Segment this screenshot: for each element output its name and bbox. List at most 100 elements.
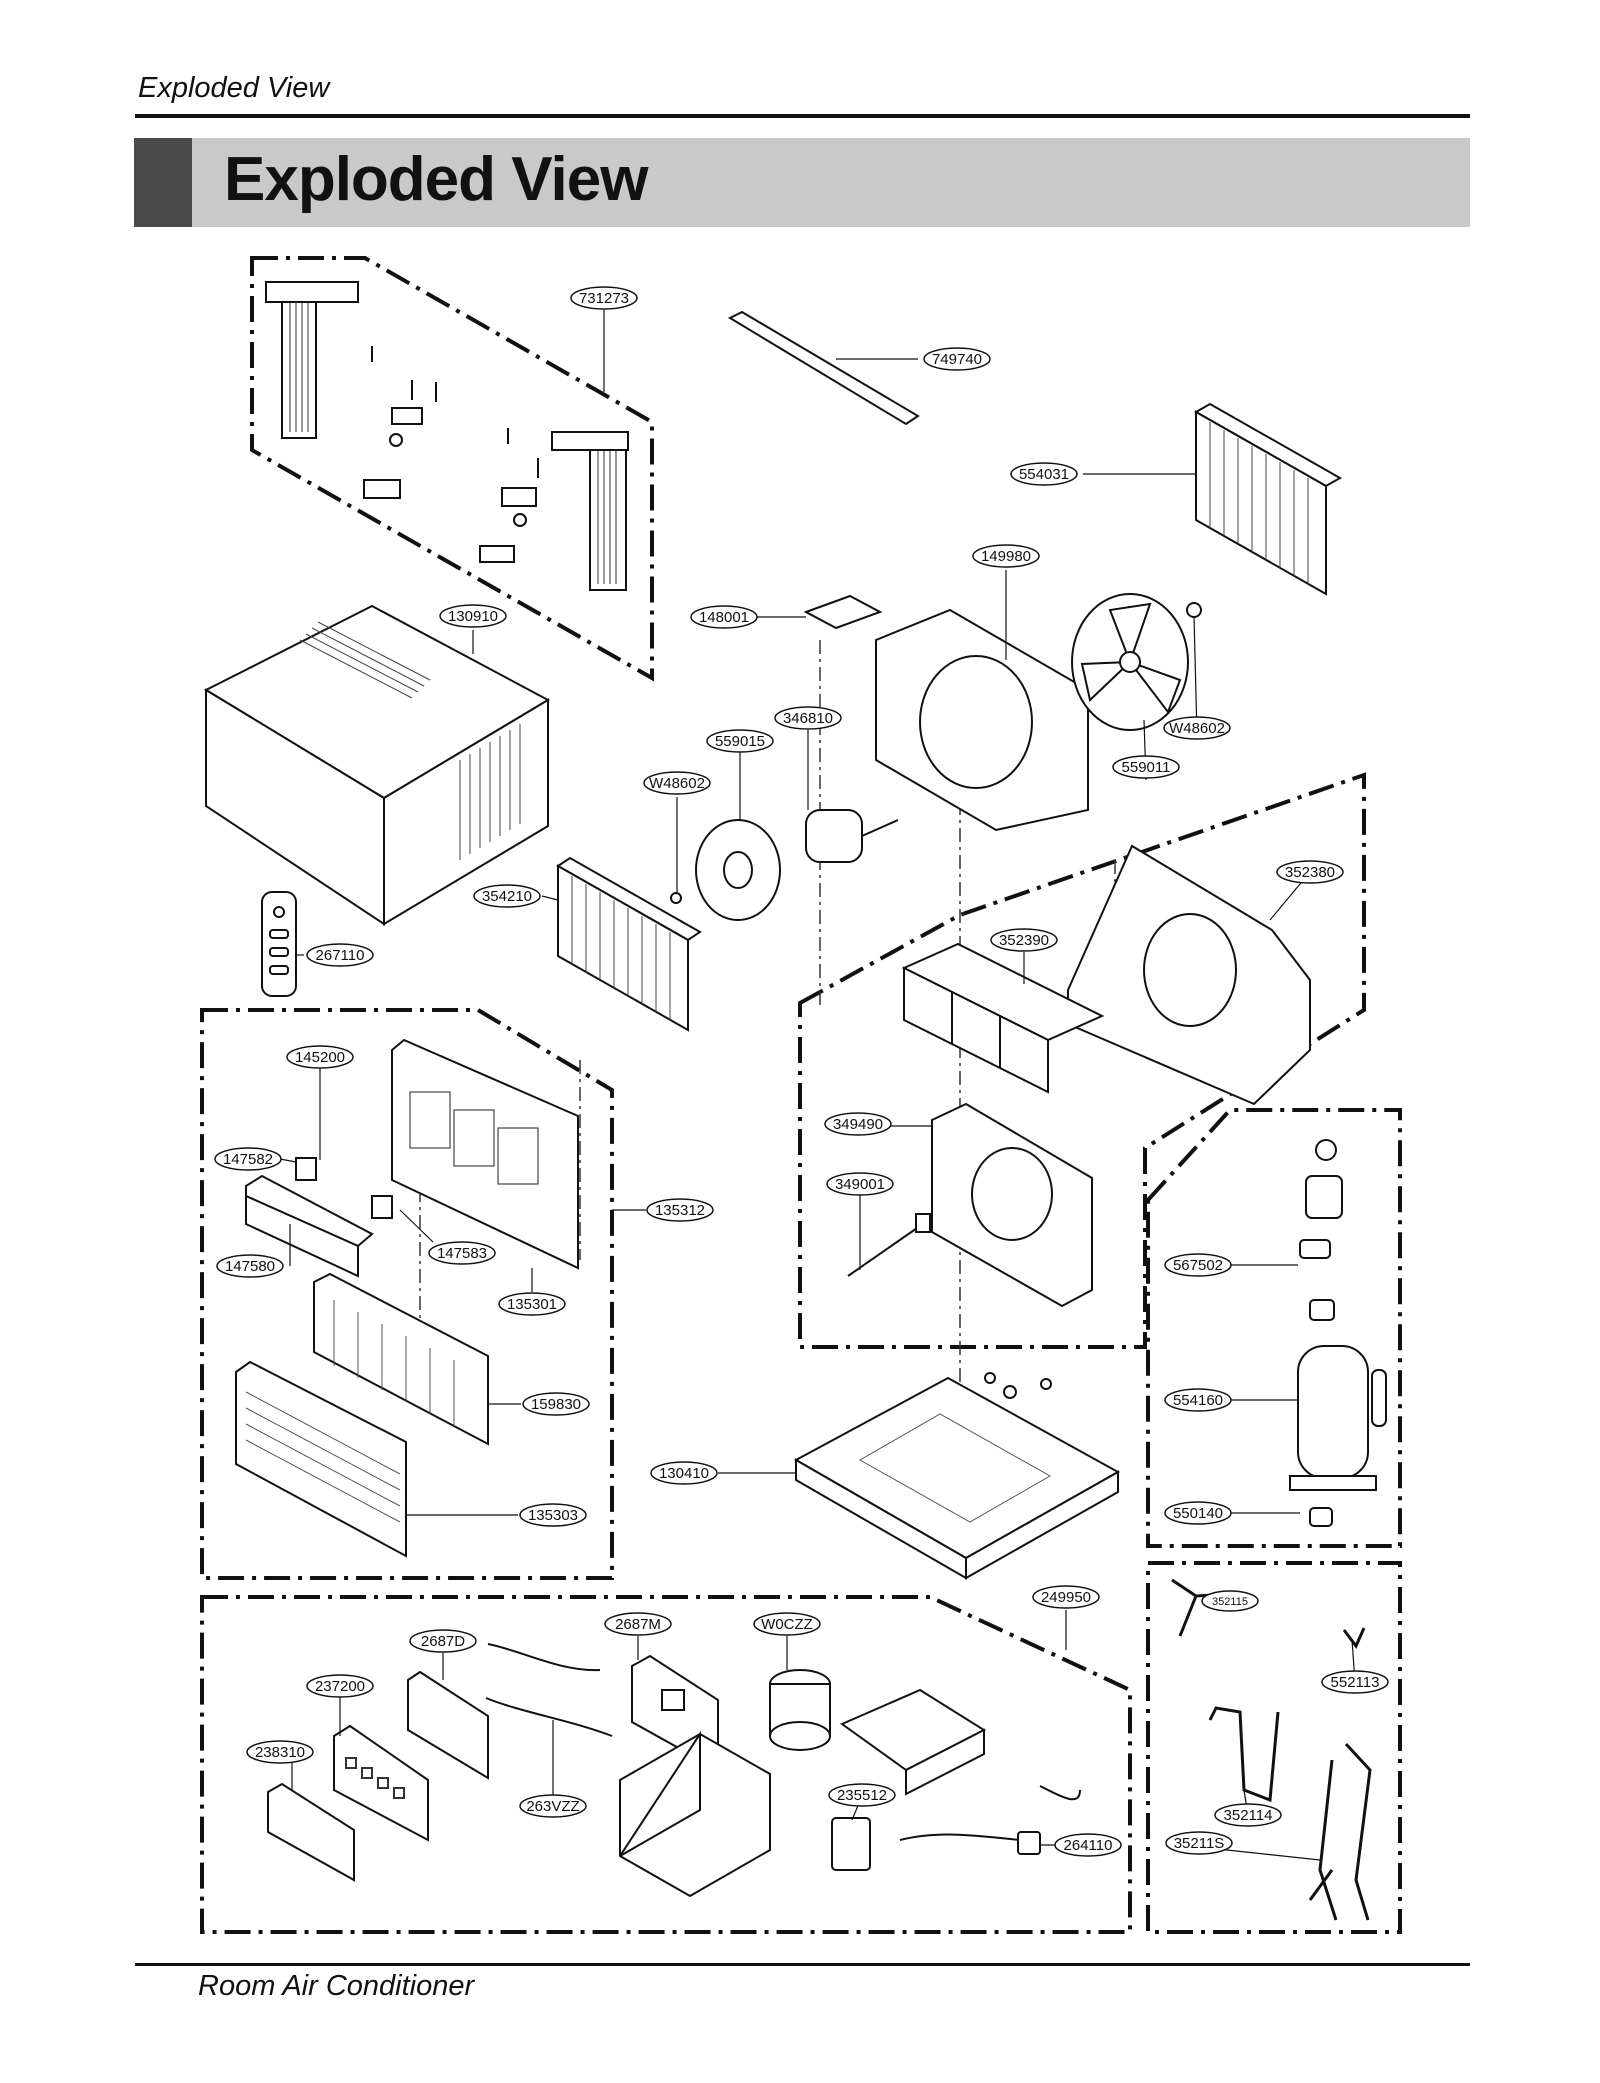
callout-part-number: 352115 [1212, 1596, 1248, 1608]
callout-part-number: 149980 [981, 548, 1031, 565]
display-decal [267, 1782, 355, 1882]
callout-part-number: 147583 [437, 1245, 487, 1262]
outline-compressor [1146, 1108, 1402, 1548]
page-header: Exploded View [138, 72, 330, 104]
callout-554031: 554031 [1010, 462, 1078, 486]
callout-part-number: 559015 [715, 733, 765, 750]
callout-oval [643, 771, 711, 795]
callout-oval [1112, 755, 1180, 779]
callout-264110: 264110 [1054, 1833, 1122, 1857]
outline-electrical [200, 1595, 1132, 1934]
callout-part-number: W48602 [649, 775, 705, 792]
callout-part-number: 554031 [1019, 466, 1069, 483]
vent-louver [245, 1174, 374, 1248]
bracket-d [391, 407, 423, 425]
side-curtain-left [281, 289, 317, 439]
page-footer: Room Air Conditioner [198, 1970, 475, 2002]
callout-part-number: 731273 [579, 290, 629, 307]
cabinet [203, 604, 551, 926]
base-pan [793, 1372, 1121, 1580]
callout-oval [246, 1740, 314, 1764]
callout-235512: 235512 [828, 1783, 896, 1807]
callout-oval [604, 1612, 672, 1636]
filter-frame [901, 942, 1105, 1094]
callout-oval [286, 1045, 354, 1069]
callout-part-number: 349490 [833, 1116, 883, 1133]
callout-part-number: 263VZZ [526, 1798, 579, 1815]
electrical-group [267, 1643, 1081, 1898]
callout-part-number: W48602 [1169, 720, 1225, 737]
callout-part-number: 135303 [528, 1507, 578, 1524]
callout-559015: 559015 [706, 729, 774, 753]
callout-part-number: 147580 [225, 1258, 275, 1275]
callout-part-number: 550140 [1173, 1505, 1223, 1522]
display-pcb [407, 1670, 489, 1780]
curtain-frame-left [265, 281, 359, 303]
callout-part-number: 264110 [1064, 1837, 1113, 1854]
callout-263vzz: 263VZZ [519, 1794, 587, 1818]
airguide-assembly [1067, 844, 1311, 1106]
callout-130910: 130910 [439, 604, 507, 628]
compressor-body [1297, 1345, 1369, 1479]
callout-oval [216, 1254, 284, 1278]
callout-354210: 354210 [473, 884, 541, 908]
callout-238310: 238310 [246, 1740, 314, 1764]
curtain-frame-right [551, 431, 629, 451]
callout-part-number: 159830 [531, 1396, 581, 1413]
callout-147582: 147582 [214, 1147, 282, 1171]
header-rule [135, 114, 1470, 118]
callout-oval [522, 1392, 590, 1416]
callout-oval [498, 1292, 566, 1316]
callout-554160: 554160 [1164, 1388, 1232, 1412]
title-accent [134, 138, 192, 227]
callout-349001: 349001 [826, 1172, 894, 1196]
callout-147583: 147583 [428, 1241, 496, 1265]
callout-oval [519, 1503, 587, 1527]
callout-oval [1164, 1388, 1232, 1412]
bracket-c [479, 545, 515, 563]
callout-130410: 130410 [650, 1461, 718, 1485]
callout-part-number: 349001 [835, 1176, 885, 1193]
callout-oval [753, 1612, 821, 1636]
callout-part-number: 352390 [999, 932, 1049, 949]
power-relay [831, 1817, 871, 1871]
callout-oval [990, 928, 1058, 952]
callout-part-number: 352380 [1285, 864, 1335, 881]
callout-oval [826, 1172, 894, 1196]
fan-motor-assembly [670, 593, 1202, 921]
callout-552113: 552113 [1321, 1670, 1389, 1694]
callout-part-number: 148001 [699, 609, 749, 626]
callout-oval [570, 286, 638, 310]
bracket-a [363, 479, 401, 499]
callout-part-number: 567502 [1173, 1257, 1223, 1274]
callout-part-number: 352114 [1224, 1807, 1273, 1824]
outline-tubing [1146, 1561, 1402, 1934]
front-panel-group [235, 1038, 579, 1558]
callout-part-number: 749740 [932, 351, 982, 368]
orifice-thermistor [847, 1102, 1093, 1308]
title-bar: Exploded View [134, 138, 1470, 227]
callout-567502: 567502 [1164, 1253, 1232, 1277]
callout-oval [828, 1783, 896, 1807]
callout-oval [519, 1794, 587, 1818]
tube-35211s [1308, 1742, 1372, 1921]
callout-oval [1163, 716, 1231, 740]
callout-oval [706, 729, 774, 753]
callout-135301: 135301 [498, 1292, 566, 1316]
compressor-group [1289, 1139, 1387, 1527]
callout-oval [972, 544, 1040, 568]
callout-part-number: 130410 [659, 1465, 709, 1482]
callout-oval [439, 604, 507, 628]
vent-louver-body [245, 1194, 359, 1278]
callout-145200: 145200 [286, 1045, 354, 1069]
tube-352114 [1208, 1706, 1280, 1803]
bracket-b [501, 487, 537, 507]
callout-part-number: 145200 [295, 1049, 345, 1066]
callout-oval [1164, 1253, 1232, 1277]
inlet-grille [235, 1360, 407, 1558]
callout-labels: 7312737497405540311499801480011309103468… [214, 286, 1389, 1857]
callout-part-number: 237200 [315, 1678, 365, 1695]
outline-front-panel [200, 1008, 614, 1580]
top-strip [727, 310, 920, 426]
window-kit [265, 281, 629, 591]
